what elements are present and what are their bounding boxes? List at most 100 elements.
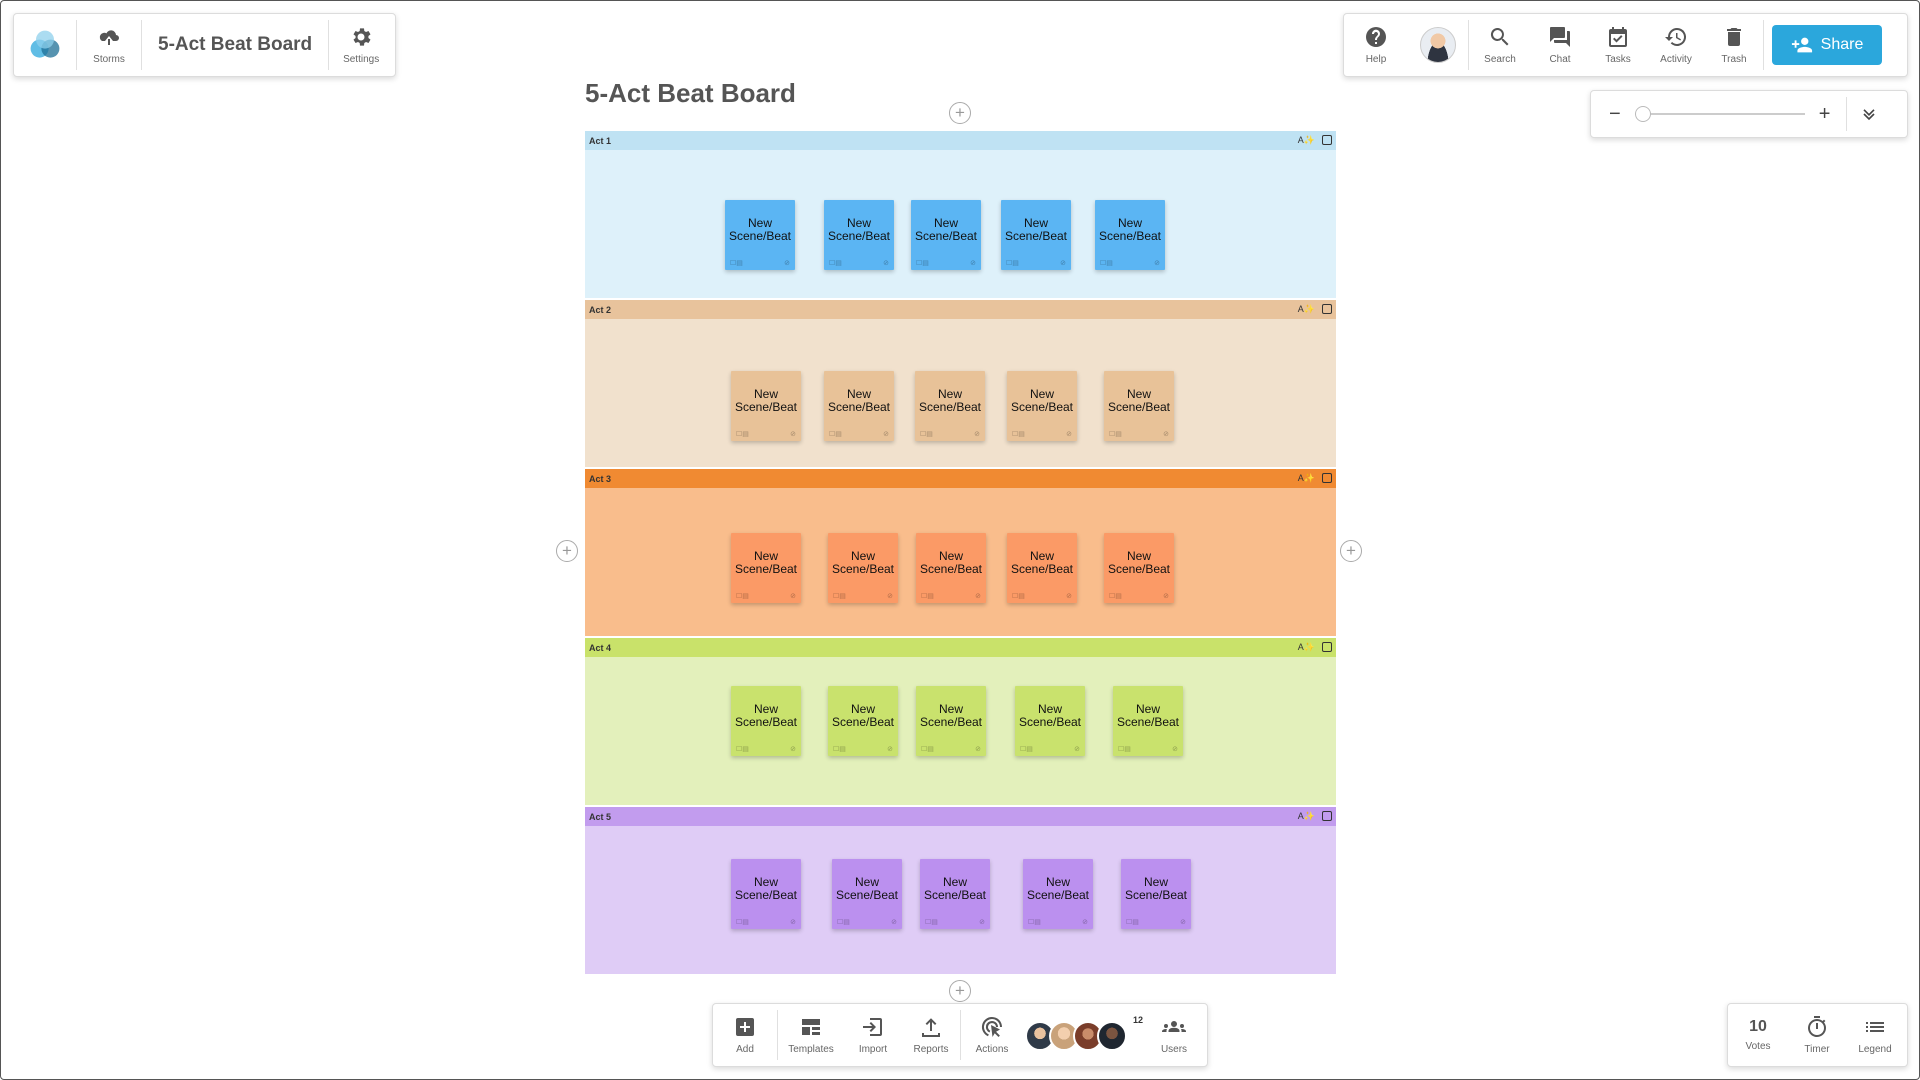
timer-button[interactable]: Timer [1788,1004,1846,1066]
sticky-note[interactable]: New Scene/Beat ☐▤ ⊘ [731,859,801,929]
edit-icon[interactable] [1322,135,1332,145]
sticky-note[interactable]: New Scene/Beat☐▤⊘ [915,371,985,441]
lane-body: New Scene/Beat☐▤⊘ New Scene/Beat☐▤⊘ New Sc… [585,657,1336,805]
users-button[interactable]: Users [1143,1004,1205,1066]
sticky-note[interactable]: New Scene/Beat☐▤⊘ [1113,686,1183,756]
sticky-note-text: New Scene/Beat [827,216,891,243]
sticky-note[interactable]: New Scene/Beat☐▤⊘ [824,200,894,270]
sticky-note[interactable]: New Scene/Beat☐▤⊘ [1007,371,1077,441]
search-button[interactable]: Search [1469,14,1531,76]
edit-icon[interactable] [1322,304,1332,314]
legend-label: Legend [1858,1044,1892,1055]
chat-button[interactable]: Chat [1531,14,1589,76]
comment-icon: ☐▤ [1012,431,1025,438]
vote-icon: ⊘ [1154,260,1160,267]
templates-button[interactable]: Templates [778,1004,844,1066]
edit-icon[interactable] [1322,811,1332,821]
sticky-note[interactable]: New Scene/Beat☐▤⊘ [1023,859,1093,929]
sticky-note[interactable]: New Scene/Beat☐▤⊘ [1104,371,1174,441]
votes-button[interactable]: 10 Votes [1728,1004,1788,1066]
help-label: Help [1365,54,1387,65]
sticky-note-text: New Scene/Beat [923,875,987,902]
trash-button[interactable]: Trash [1705,14,1763,76]
add-lane-top-button[interactable]: + [949,102,971,124]
actions-button[interactable]: Actions [961,1004,1023,1066]
import-label: Import [858,1044,888,1055]
comment-icon: ☐▤ [837,919,850,926]
sticky-note[interactable]: New Scene/Beat☐▤⊘ [828,686,898,756]
add-lane-right-button[interactable]: + [1340,540,1362,562]
sticky-note[interactable]: New Scene/Beat☐▤⊘ [824,371,894,441]
activity-button[interactable]: Activity [1647,14,1705,76]
sticky-note[interactable]: New Scene/Beat☐▤⊘ [725,200,795,270]
templates-icon [802,1019,820,1035]
tasks-icon [1609,27,1627,47]
add-lane-bottom-button[interactable]: + [949,980,971,1002]
ai-sparkle-icon[interactable]: A✨ [1297,473,1315,483]
comment-icon: ☐▤ [829,260,842,267]
vote-icon: ⊘ [1082,919,1088,926]
app-logo[interactable] [14,14,76,76]
zoom-in-button[interactable]: + [1818,102,1831,125]
share-button[interactable]: Share [1772,25,1882,65]
toolbar-divider [1763,20,1764,70]
ai-sparkle-icon[interactable]: A✨ [1297,135,1315,145]
double-chevron-down-icon[interactable] [1859,104,1879,124]
zoom-out-button[interactable]: − [1609,102,1621,125]
timer-label: Timer [1804,1044,1830,1055]
sticky-note[interactable]: New Scene/Beat☐▤⊘ [731,371,801,441]
vote-icon: ⊘ [979,919,985,926]
active-users-avatars[interactable]: 12 [1023,1015,1143,1053]
sticky-note-text: New Scene/Beat [734,875,798,902]
user-avatar-button[interactable] [1408,14,1468,76]
storms-button[interactable]: Storms [77,14,141,76]
ai-sparkle-icon[interactable]: A✨ [1297,642,1315,652]
toolbar-divider [777,1010,778,1060]
edit-icon[interactable] [1322,473,1332,483]
sticky-note[interactable]: New Scene/Beat☐▤⊘ [1095,200,1165,270]
sticky-note[interactable]: New Scene/Beat☐▤⊘ [731,686,801,756]
sticky-note[interactable]: New Scene/Beat☐▤⊘ [832,859,902,929]
tasks-button[interactable]: Tasks [1589,14,1647,76]
sticky-note[interactable]: New Scene/Beat☐▤⊘ [920,859,990,929]
sticky-note[interactable]: New Scene/Beat☐▤⊘ [1015,686,1085,756]
sticky-note[interactable]: New Scene/Beat☐▤⊘ [916,533,986,603]
vote-icon: ⊘ [790,919,796,926]
sticky-note[interactable]: New Scene/Beat☐▤⊘ [911,200,981,270]
settings-button[interactable]: Settings [329,14,393,76]
sticky-note[interactable]: New Scene/Beat☐▤⊘ [731,533,801,603]
zoom-slider-handle[interactable] [1634,106,1651,122]
ai-sparkle-icon[interactable]: A✨ [1297,304,1315,314]
zoom-slider[interactable] [1634,106,1805,122]
vote-icon: ⊘ [790,431,796,438]
sticky-note[interactable]: New Scene/Beat☐▤⊘ [1001,200,1071,270]
reports-button[interactable]: Reports [902,1004,960,1066]
help-button[interactable]: Help [1344,14,1408,76]
board-name[interactable]: 5-Act Beat Board [158,34,313,55]
add-person-icon [1791,37,1812,53]
sticky-note[interactable]: New Scene/Beat☐▤⊘ [916,686,986,756]
sticky-note[interactable]: New Scene/Beat☐▤⊘ [1104,533,1174,603]
comment-icon: ☐▤ [736,919,749,926]
sticky-note[interactable]: New Scene/Beat☐▤⊘ [828,533,898,603]
import-button[interactable]: Import [844,1004,902,1066]
sticky-note[interactable]: New Scene/Beat☐▤⊘ [1007,533,1077,603]
add-button[interactable]: Add [713,1004,777,1066]
avatar [1420,27,1456,63]
ai-sparkle-icon[interactable]: A✨ [1297,811,1315,821]
comment-icon: ☐▤ [1020,746,1033,753]
add-lane-left-button[interactable]: + [556,540,578,562]
sticky-note[interactable]: New Scene/Beat☐▤⊘ [1121,859,1191,929]
edit-icon[interactable] [1322,642,1332,652]
legend-button[interactable]: Legend [1846,1004,1904,1066]
